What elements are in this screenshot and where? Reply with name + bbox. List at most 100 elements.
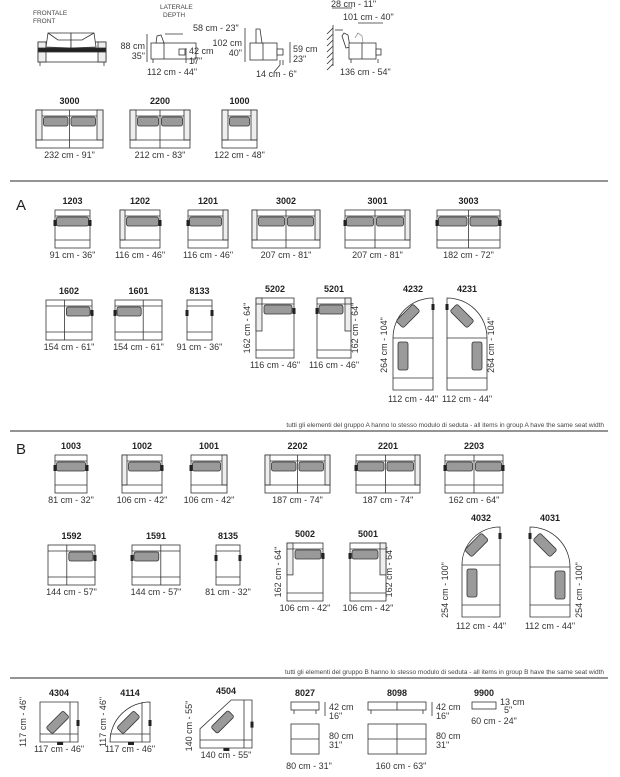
module-drawing xyxy=(189,454,228,494)
front-view-drawing xyxy=(37,32,107,66)
height-dim-cm: 42 cm xyxy=(329,702,354,712)
module-drawing xyxy=(255,297,296,359)
group-b-letter: B xyxy=(16,441,26,458)
module-drawing xyxy=(113,299,163,341)
module-code: 4114 xyxy=(120,688,140,698)
width-dim: 112 cm - 44" xyxy=(388,394,438,404)
width-dim: 106 cm - 42" xyxy=(184,495,235,505)
side-view-drawing xyxy=(146,33,197,63)
module-drawing xyxy=(39,701,80,745)
width-dim: 232 cm - 91" xyxy=(44,150,95,160)
length-dim: 254 cm - 100" xyxy=(574,562,584,618)
group-b-note: tutti gli elementi del gruppo B hanno lo… xyxy=(285,669,604,676)
module-drawing xyxy=(129,109,191,149)
width-dim: 112 cm - 44" xyxy=(525,621,575,631)
module-code: 5001 xyxy=(358,529,378,539)
module-1591: 1591 144 cm - 57" xyxy=(130,531,182,597)
module-drawing xyxy=(367,701,433,755)
width-dim: 140 cm - 55" xyxy=(201,750,252,760)
module-code: 1591 xyxy=(146,531,166,541)
arm-height-cm: 59 cm xyxy=(293,44,318,54)
module-drawing xyxy=(445,297,488,391)
module-code: 1000 xyxy=(229,96,249,106)
group-a-note: tutti gli elementi del gruppo A hanno lo… xyxy=(286,422,604,429)
height-dim-cm: 13 cm xyxy=(500,697,525,707)
width-dim: 91 cm - 36" xyxy=(177,342,223,352)
length-dim: 264 cm - 104" xyxy=(486,317,496,373)
height-dim-in: 16" xyxy=(329,711,342,721)
width-dim: 117 cm - 46" xyxy=(105,744,155,754)
side-label-en: DEPTH xyxy=(163,12,185,19)
module-code: 3000 xyxy=(59,96,79,106)
height-dim-cm: 88 cm xyxy=(120,41,145,51)
module-drawing xyxy=(348,542,387,602)
module-code: 8133 xyxy=(189,286,209,296)
module-code: 1001 xyxy=(199,441,219,451)
recline-total-dim: 136 cm - 54" xyxy=(340,67,391,77)
width-dim: 116 cm - 46" xyxy=(115,250,165,260)
width-dim: 187 cm - 74" xyxy=(272,495,323,505)
length-dim: 162 cm - 64" xyxy=(350,303,360,354)
module-drawing xyxy=(290,701,326,755)
depth-dim-cm: 80 cm xyxy=(436,731,461,741)
width-dim: 122 cm - 48" xyxy=(214,150,265,160)
width-dim: 116 cm - 46" xyxy=(250,360,300,370)
front-label-en: FRONT xyxy=(33,18,55,25)
length-dim: 162 cm - 64" xyxy=(242,303,252,354)
module-code: 1602 xyxy=(59,286,79,296)
side-view-raised-drawing xyxy=(244,28,291,73)
module-code: 5201 xyxy=(324,284,344,294)
front-label-it: FRONTALE xyxy=(33,10,68,17)
module-code: 1202 xyxy=(130,196,150,206)
depth-dim-cm: 80 cm xyxy=(329,731,354,741)
module-drawing xyxy=(214,544,242,586)
width-dim: 116 cm - 46" xyxy=(183,250,233,260)
depth-dim: 112 cm - 44" xyxy=(147,67,197,77)
length-dim: 162 cm - 64" xyxy=(384,547,394,598)
module-drawing xyxy=(471,701,497,710)
group-a-letter: A xyxy=(16,197,26,214)
module-drawing xyxy=(186,209,229,249)
width-dim: 117 cm - 46" xyxy=(34,744,84,754)
module-drawing xyxy=(461,526,502,618)
back-depth-dim: 58 cm - 23" xyxy=(193,23,239,33)
width-dim: 187 cm - 74" xyxy=(363,495,414,505)
wall-gap-dim: 28 cm - 11" xyxy=(331,0,376,9)
width-dim: 116 cm - 46" xyxy=(309,360,359,370)
width-dim: 154 cm - 61" xyxy=(113,342,164,352)
module-code: 2200 xyxy=(150,96,170,106)
width-dim: 144 cm - 57" xyxy=(131,587,182,597)
width-dim: 91 cm - 36" xyxy=(50,250,96,260)
seat-height-in: 17" xyxy=(189,56,202,66)
module-code: 4232 xyxy=(403,284,423,294)
module-2201: 2201 187 cm - 74" xyxy=(354,441,421,505)
recline-depth-dim: 101 cm - 40" xyxy=(343,12,394,22)
module-drawing xyxy=(315,297,352,359)
height-dim-in: 35" xyxy=(132,51,145,61)
side-label-it: LATERALE xyxy=(160,4,193,11)
width-dim: 106 cm - 42" xyxy=(117,495,168,505)
module-code: 2201 xyxy=(378,441,398,451)
width-dim: 106 cm - 42" xyxy=(280,603,331,613)
height-dim-cm: 42 cm xyxy=(436,702,461,712)
length-dim: 117 cm - 46" xyxy=(18,697,28,747)
module-drawing xyxy=(53,454,89,494)
module-drawing xyxy=(130,544,181,586)
